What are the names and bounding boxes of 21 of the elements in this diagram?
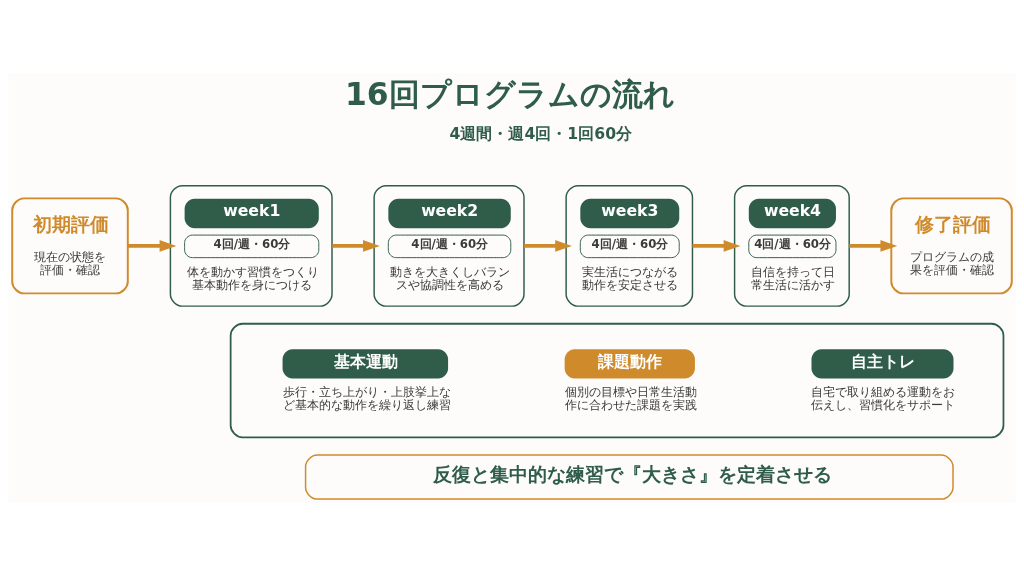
arrow <box>332 240 380 252</box>
node-box: 課題動作 <box>564 349 695 379</box>
node-label: 歩行・立ち上がり・上肢挙上など基本的な動作を繰り返し練習 <box>282 384 451 412</box>
arrow <box>524 240 572 252</box>
node-box: 初期評価 現在の状態を評価・確認 <box>11 197 129 295</box>
node-box: 基本運動 <box>282 349 449 379</box>
node-box: week2 4回/週・60分 動きを大きくしバランスや協調性を高める <box>373 184 525 307</box>
node-label: 個別の目標や日常生活動作に合わせた課題を実践 <box>564 384 697 412</box>
diagram-title: 16回プログラムの流れ <box>345 75 675 112</box>
arrow <box>128 240 177 252</box>
node-box: week3 4回/週・60分 実生活につながる動作を安定させる <box>565 184 694 307</box>
node-label: 自宅で取り組める運動をお伝えし、習慣化をサポート <box>811 384 956 412</box>
node-box: week1 4回/週・60分 体を動かす習慣をつくり基本動作を身につける <box>169 184 333 307</box>
arrow <box>692 240 741 252</box>
label: 4週間・週4回・1回60分 <box>449 124 633 144</box>
node-box: 自主トレ <box>811 349 954 379</box>
node-box: 修了評価 プログラムの成果を評価・確認 <box>890 197 1013 295</box>
cluster <box>229 322 1005 439</box>
node-box: 反復と集中的な練習で『大きさ』を定着させる <box>304 454 954 500</box>
arrow <box>849 240 898 252</box>
node-box: week4 4回/週・60分 自信を持って日常生活に活かす <box>733 184 850 307</box>
